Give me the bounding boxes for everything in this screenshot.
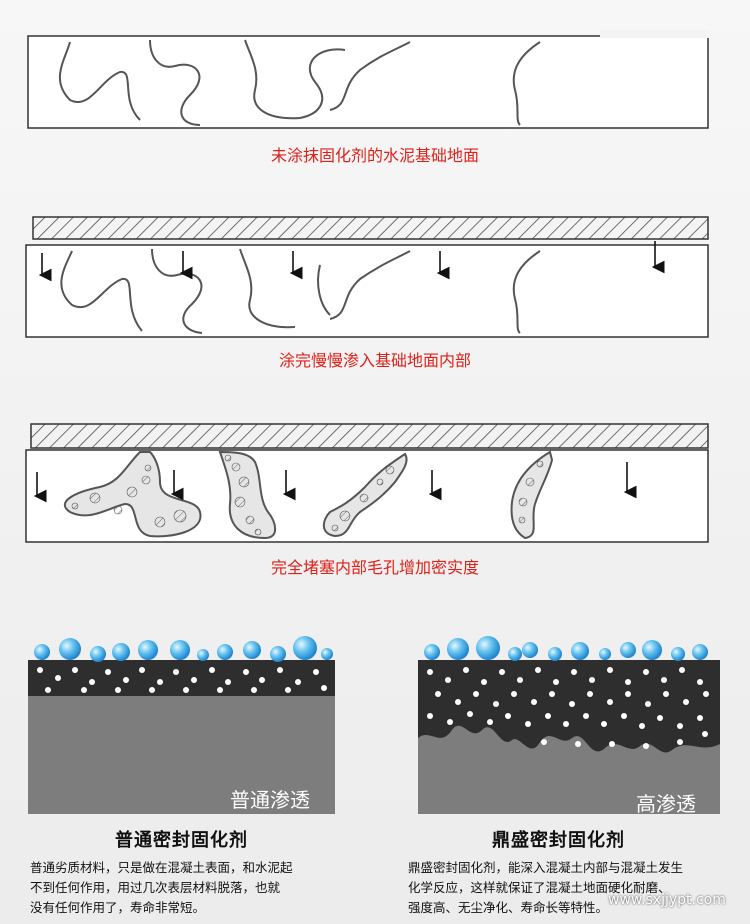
ordinary-desc-line: 不到任何作用，用过几次表层材料脱落，也就 [30, 880, 281, 895]
ordinary-white-dots [37, 667, 327, 693]
watermark: www.sxjjypt.com [608, 892, 726, 908]
comparison-svg [28, 636, 720, 814]
ordinary-label: 普通渗透 [230, 788, 310, 812]
penetration-arrows [33, 462, 637, 503]
high-description: 鼎盛密封固化剂，能深入混凝土内部与混凝土发生 化学反应，这样就保证了混凝土地面硬… [408, 858, 748, 918]
untreated-slab-svg [27, 30, 710, 129]
ordinary-description: 普通劣质材料，只是做在混凝土表面，和水泥起 不到任何作用，用过几次表层材料脱落，… [30, 858, 370, 918]
ordinary-dark-layer [28, 660, 335, 696]
high-desc-line: 鼎盛密封固化剂，能深入混凝土内部与混凝土发生 [408, 860, 684, 875]
diagram-untreated: 未涂抹固化剂的水泥基础地面 [0, 0, 750, 170]
ordinary-gray-base [28, 696, 335, 814]
caption-step3: 完全堵塞内部毛孔增加密实度 [270, 558, 479, 577]
high-white-dots [427, 667, 709, 749]
high-label: 高渗透 [636, 792, 696, 816]
slab-outline [25, 244, 709, 338]
ordinary-title: 普通密封固化剂 [115, 830, 248, 851]
edge-fade [600, 30, 710, 38]
high-desc-line: 化学反应，这样就保证了混凝土地面硬化耐磨、 [408, 880, 671, 895]
high-title: 鼎盛密封固化剂 [492, 830, 625, 851]
ordinary-penetration-block [28, 636, 335, 814]
caption-step2: 涂完慢慢渗入基础地面内部 [278, 351, 471, 370]
penetrating-slab-svg [25, 216, 709, 338]
pore-lines [59, 39, 541, 126]
sealer-layer [30, 423, 709, 449]
sealer-particles [71, 454, 544, 536]
ordinary-desc-line: 普通劣质材料，只是做在混凝土表面，和水泥起 [30, 860, 293, 875]
high-penetration-block [418, 636, 720, 814]
ordinary-desc-line: 没有任何作用了，寿命非常短。 [30, 900, 206, 915]
pore-lines [60, 248, 541, 334]
high-desc-line: 强度高、无尘净化、寿命长等特性。 [408, 900, 609, 915]
ordinary-water-drops [34, 636, 333, 662]
sealed-slab-svg [25, 423, 709, 543]
diagram-sealed: 完全堵塞内部毛孔增加密实度 [0, 412, 750, 582]
diagram-penetrating: 涂完慢慢渗入基础地面内部 [0, 205, 750, 375]
sealer-layer [32, 216, 709, 240]
high-water-drops [424, 636, 708, 661]
penetration-arrows [38, 241, 665, 282]
caption-step1: 未涂抹固化剂的水泥基础地面 [270, 146, 479, 165]
slab-outline [27, 35, 709, 129]
